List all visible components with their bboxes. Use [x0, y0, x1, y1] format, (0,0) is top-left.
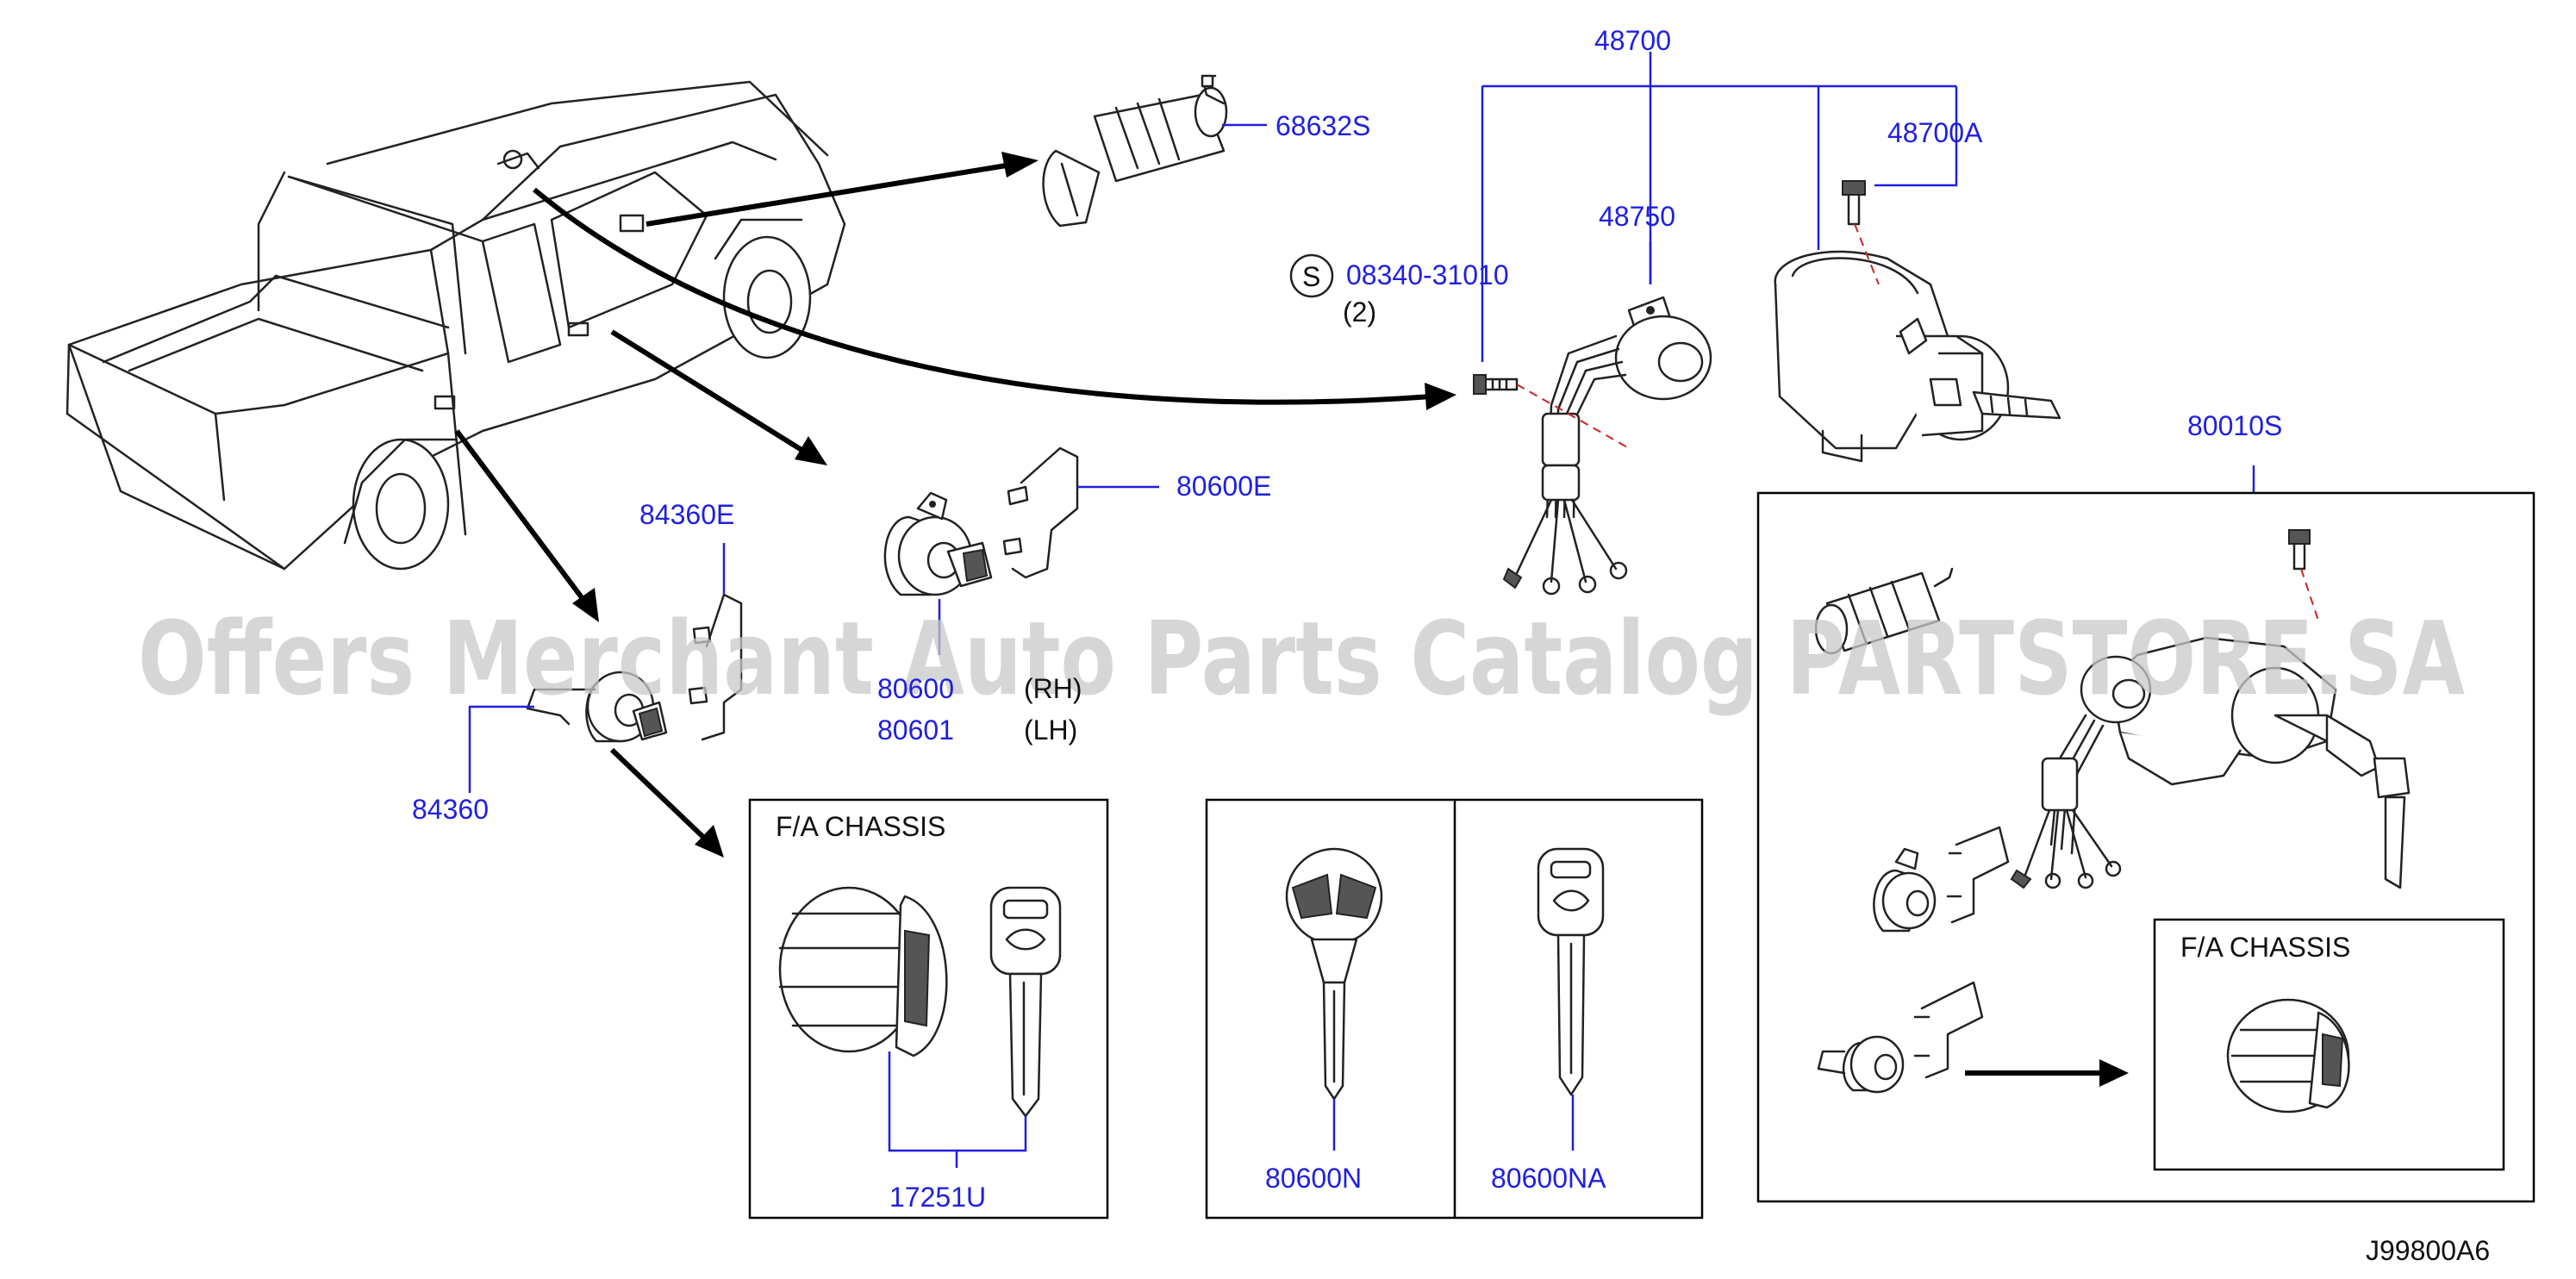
diagram-code: J99800A6	[2366, 1235, 2490, 1266]
fa-chassis-17251u-box	[748, 798, 1109, 1220]
watermark: Offers Merchant Auto Parts Catalog PARTS…	[138, 599, 2465, 718]
kit-80010s-box	[1756, 465, 2535, 1203]
label-80601: 80601	[877, 714, 954, 746]
label-84360: 84360	[412, 794, 489, 825]
door-lock-84360-drawing	[468, 543, 743, 793]
s-symbol-text: S	[1302, 261, 1320, 292]
pickup-truck-drawing	[65, 80, 846, 571]
keys-box	[1205, 798, 1704, 1220]
leader-48700	[1481, 52, 1958, 362]
label-fa-chassis-2: F/A CHASSIS	[2180, 932, 2350, 963]
lock-cylinder-68632s-drawing	[1042, 74, 1267, 228]
label-08340-31010: 08340-31010	[1346, 259, 1509, 290]
door-lock-80600-drawing	[883, 446, 1159, 655]
label-80010s: 80010S	[2187, 410, 2282, 441]
label-84360e: 84360E	[639, 499, 734, 530]
label-48700a: 48700A	[1887, 117, 1983, 148]
label-80600e: 80600E	[1176, 471, 1271, 502]
s-symbol-circle	[1289, 253, 1334, 298]
callout-arrows	[454, 152, 2129, 1087]
label-80600-side: (RH)	[1024, 673, 1082, 704]
label-80601-side: (LH)	[1024, 714, 1077, 746]
ignition-switch-48750-drawing	[1502, 296, 1712, 596]
kit-80010s-drawings	[1814, 567, 2411, 1114]
label-80600: 80600	[877, 673, 954, 704]
label-48750: 48750	[1599, 201, 1675, 232]
label-fa-chassis-1: F/A CHASSIS	[776, 811, 945, 842]
steering-lock-48700a-drawing	[1774, 223, 2061, 463]
label-68632s: 68632S	[1276, 110, 1370, 141]
label-17251u: 17251U	[889, 1182, 986, 1213]
label-08340-qty: (2)	[1343, 296, 1376, 328]
label-80600na: 80600NA	[1491, 1163, 1606, 1194]
part-labels: 48700 48700A 48750 68632S S 08340-31010 …	[412, 25, 2490, 1266]
label-80600n: 80600N	[1265, 1163, 1362, 1194]
bolt-08340-drawing	[1473, 180, 2311, 571]
label-48700: 48700	[1594, 25, 1671, 56]
